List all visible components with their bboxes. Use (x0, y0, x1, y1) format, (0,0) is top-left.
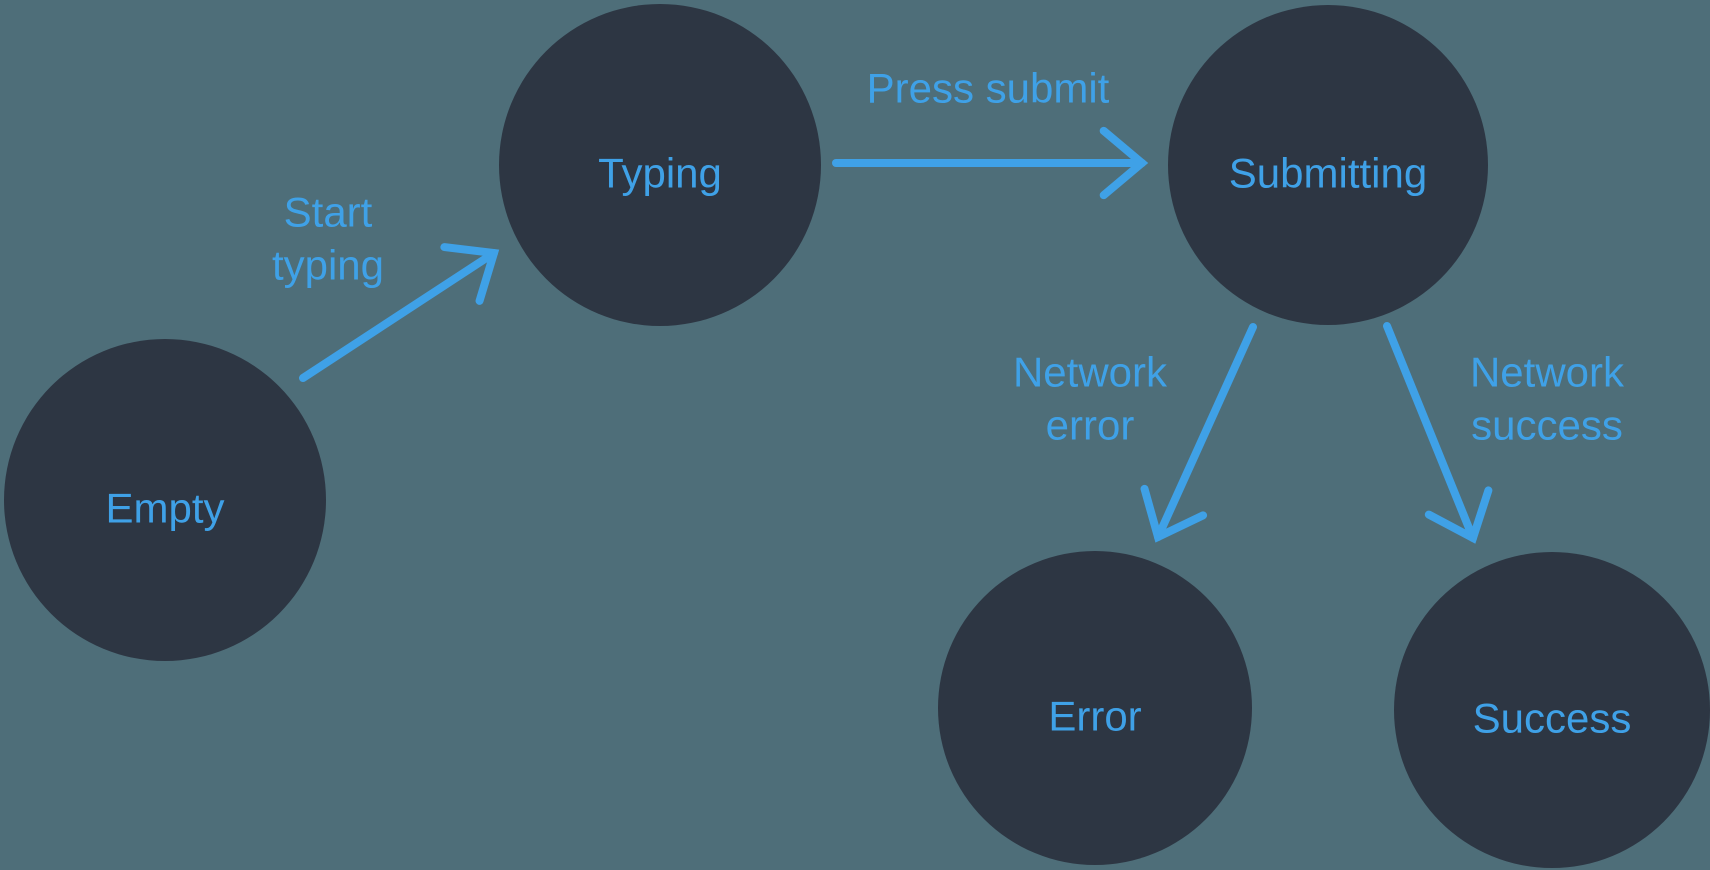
arrow-line-network-error (1154, 323, 1257, 541)
state-label-error: Error (1048, 693, 1141, 740)
state-node-typing (499, 4, 821, 326)
transition-label-network-error-line2: error (1046, 402, 1135, 449)
arrow-head-network-error (1140, 484, 1208, 543)
state-node-empty (4, 339, 326, 661)
transition-label-network-success-line2: success (1471, 402, 1623, 449)
state-label-typing: Typing (598, 150, 722, 197)
arrow-line-start-typing (299, 249, 498, 382)
state-node-error (938, 551, 1252, 865)
state-node-submitting (1168, 5, 1488, 325)
transition-label-network-error-line1: Network (1013, 349, 1168, 396)
arrow-head-start-typing (440, 243, 500, 305)
arrow-head-network-success (1424, 486, 1493, 544)
state-label-submitting: Submitting (1229, 150, 1427, 197)
state-node-success (1394, 552, 1710, 868)
transition-label-start-typing-line1: Start (284, 189, 373, 236)
state-label-success: Success (1473, 695, 1632, 742)
arrow-head-press-submit (1099, 126, 1149, 200)
state-label-empty: Empty (105, 485, 224, 532)
arrow-line-network-success (1383, 322, 1477, 542)
transition-label-network-success-line1: Network (1470, 349, 1625, 396)
transition-label-press-submit-line1: Press submit (867, 65, 1110, 112)
transition-label-start-typing-line2: typing (272, 242, 384, 289)
